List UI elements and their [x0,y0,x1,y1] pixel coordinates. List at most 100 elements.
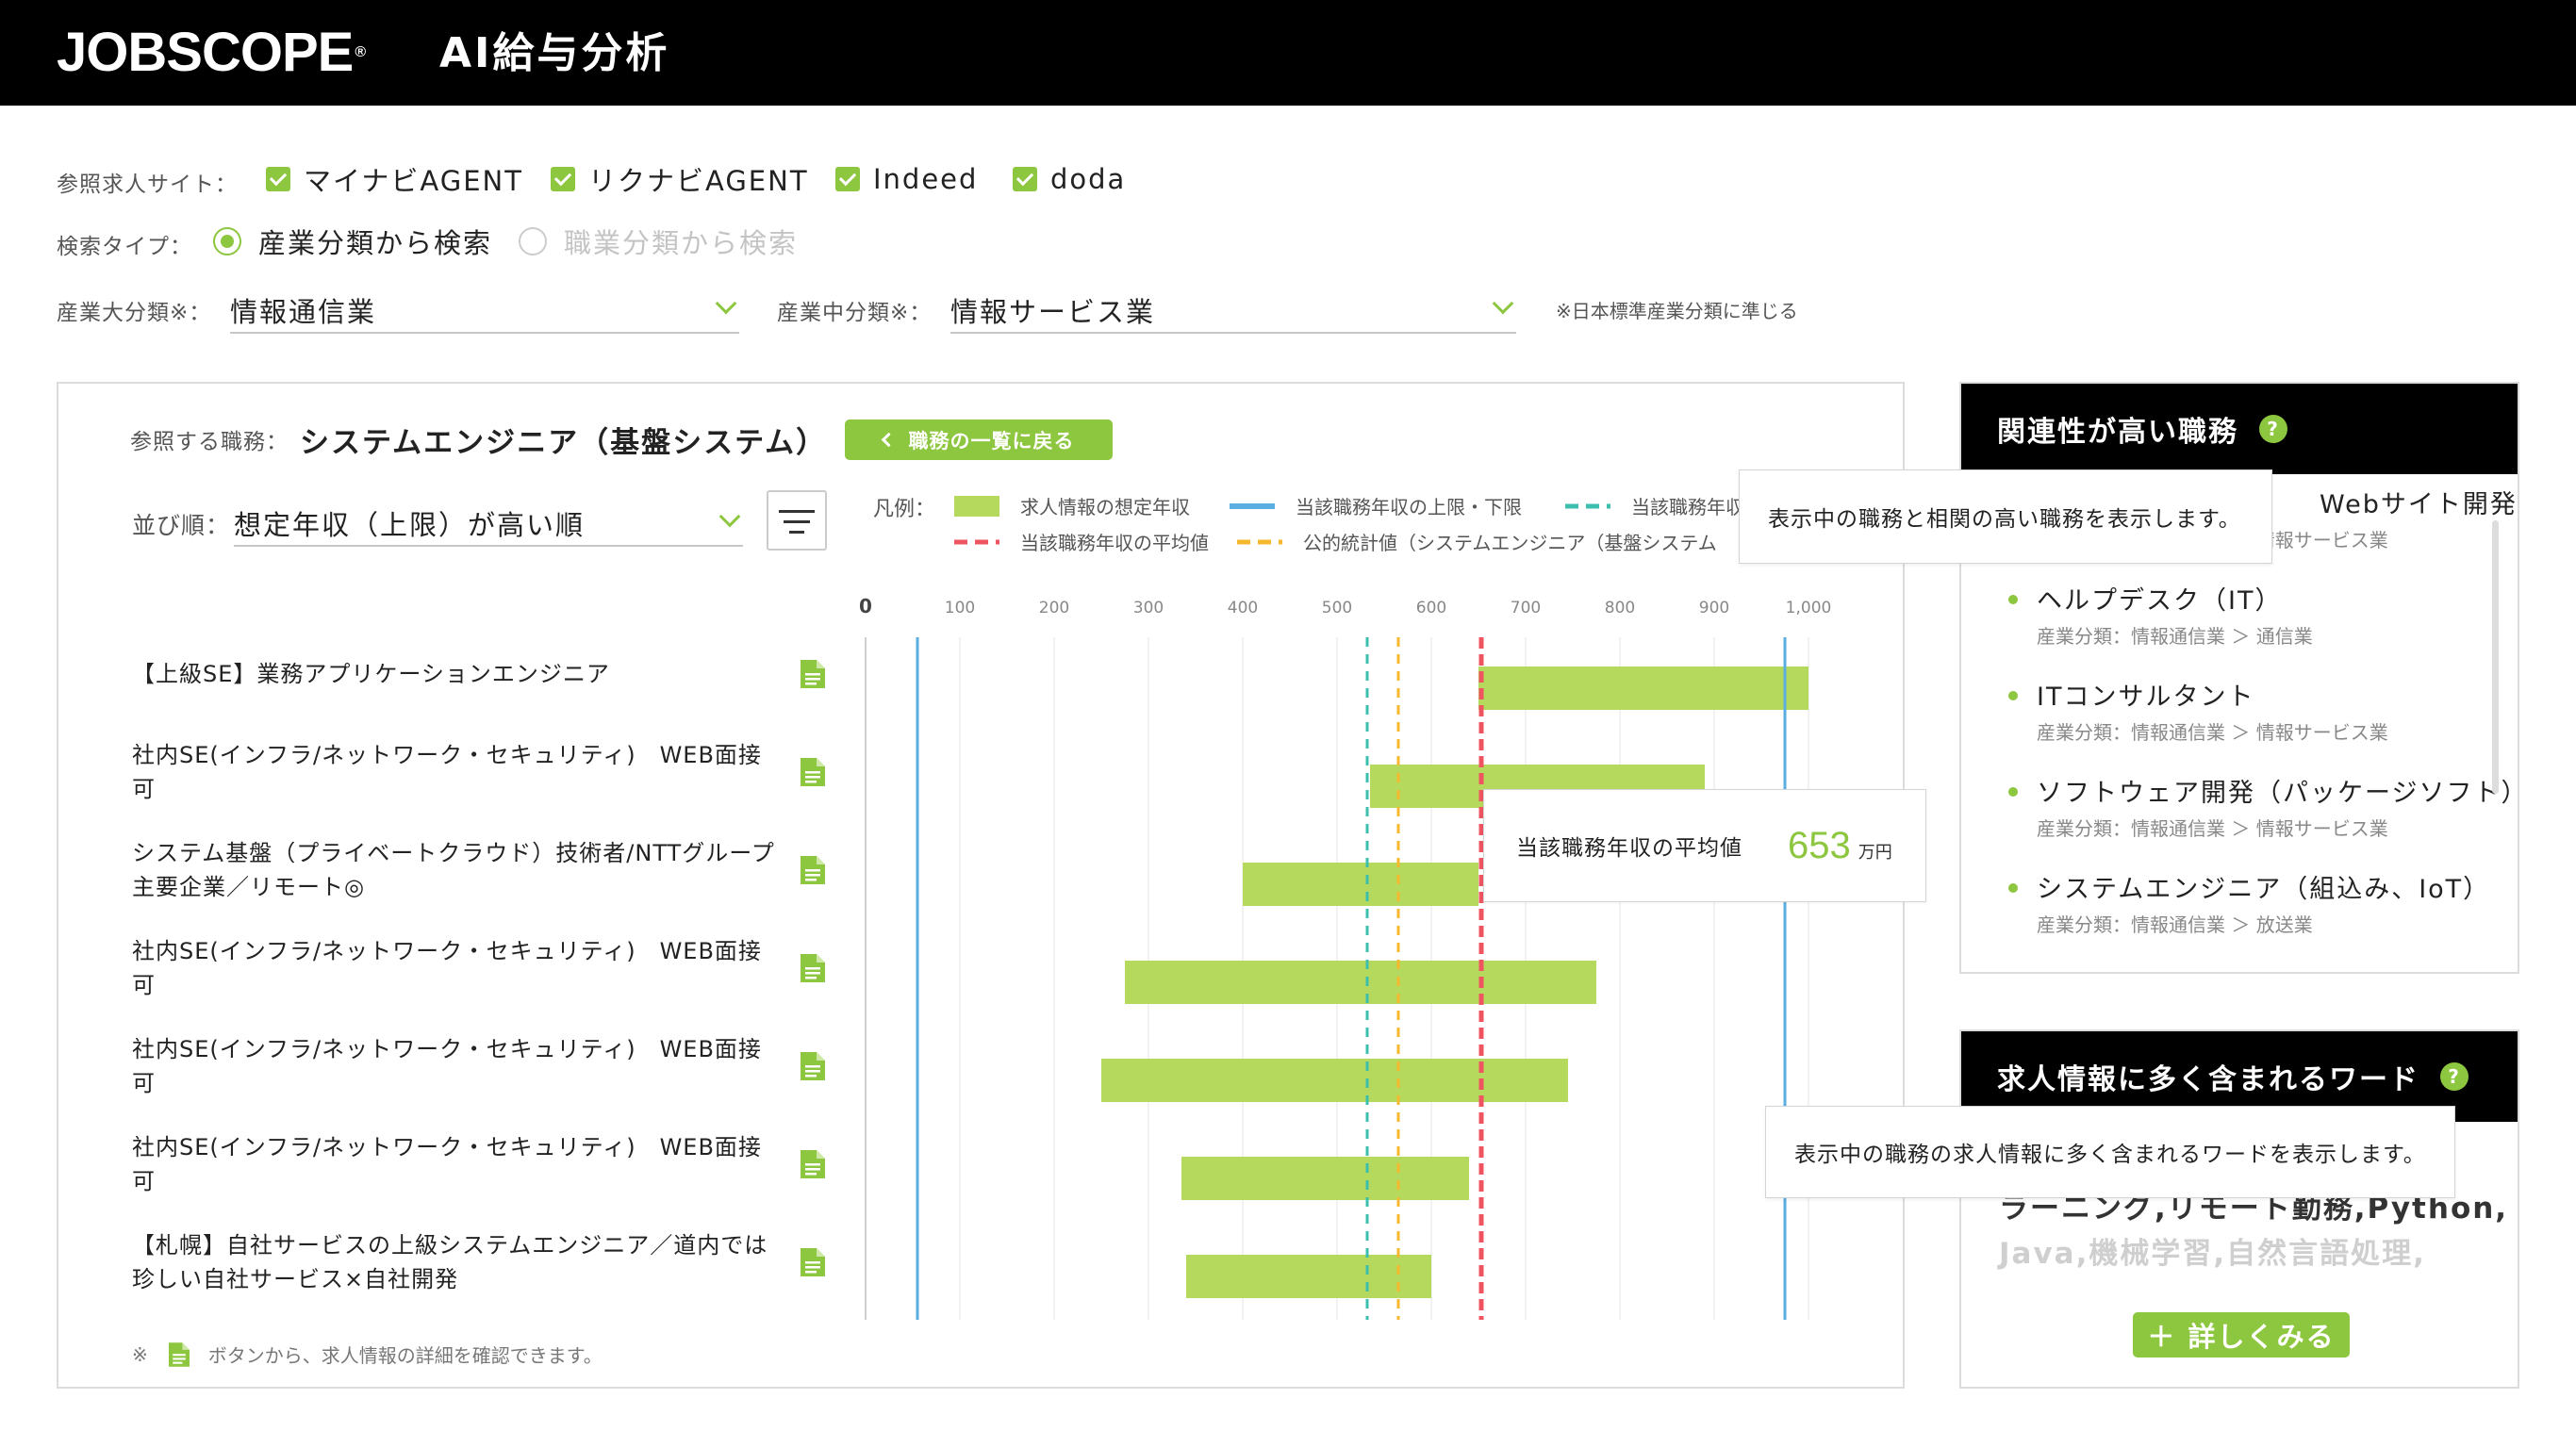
role-label: 参照する職務： [130,430,289,454]
salary-range-bar [1101,1059,1568,1102]
job-row: 社内SE(インフラ/ネットワーク・セキュリティ) WEB面接可 [132,734,825,810]
average-salary-tooltip: 当該職務年収の平均値 653 万円 [1483,789,1926,902]
legend-swatch-solid-line [1230,502,1275,509]
related-job-name-partial: Webサイト開発） [2320,490,2518,519]
job-title: システム基盤（プライベートクラウド）技術者/NTTグループ主要企業／リモート◎ [132,840,775,900]
chevron-down-icon [718,505,741,528]
checkbox-checked-icon [1013,167,1037,191]
x-tick-label: 0 [859,595,872,617]
legend-item-public-stat: 公的統計値（システムエンジニア（基盤システム [1237,528,1717,555]
job-row: システム基盤（プライベートクラウド）技術者/NTTグループ主要企業／リモート◎ [132,832,825,908]
filter-button[interactable] [767,490,827,551]
help-icon[interactable]: ? [2440,1062,2469,1091]
app-header: JOBSCOPE® AI給与分析 [0,0,2576,106]
x-tick-label: 300 [1133,599,1164,617]
x-tick-label: 900 [1699,599,1729,617]
role-value: システムエンジニア（基盤システム） [300,425,828,460]
industry-classification-note: ※日本標準産業分類に準じる [1556,300,1798,322]
job-row: 社内SE(インフラ/ネットワーク・セキュリティ) WEB面接可 [132,1127,825,1202]
checkbox-checked-icon [266,167,290,191]
help-icon[interactable]: ? [2259,415,2287,443]
related-job-category: 産業分類：情報通信業 ＞ 情報サービス業 [2037,817,2388,840]
document-icon[interactable] [801,1150,825,1178]
related-jobs-tooltip: 表示中の職務と相関の高い職務を表示します。 [1739,469,2272,564]
industry-mid-select[interactable]: 情報サービス業 [950,287,1516,334]
frequent-words-tooltip: 表示中の職務の求人情報に多く含まれるワードを表示します。 [1765,1106,2455,1198]
legend-swatch-bar [954,495,999,517]
legend-text: 当該職務年収の平均値 [1020,532,1209,554]
chevron-down-icon [1492,292,1514,315]
frequent-words-title: 求人情報に多く含まれるワード [1997,1063,2419,1096]
related-job-name: ITコンサルタント [2037,683,2255,712]
site-checkbox-indeed[interactable]: Indeed [835,162,978,196]
frequent-words-panel: 求人情報に多く含まれるワード? ラーニング,リモート勤務,Python, Jav… [1959,1029,2519,1389]
x-tick-label: 800 [1605,599,1635,617]
document-icon[interactable] [801,856,825,884]
x-tick-label: 700 [1511,599,1541,617]
job-title: 【上級SE】業務アプリケーションエンジニア [132,661,610,687]
site-label: Indeed [873,163,979,195]
radio-label: 産業分類から検索 [258,227,493,259]
related-job-name: ソフトウェア開発（パッケージソフト） [2037,779,2519,808]
industry-major-select[interactable]: 情報通信業 [230,287,739,334]
legend-item-job-range: 求人情報の想定年収 [954,492,1190,519]
show-more-button[interactable]: ＋ 詳しくみる [2133,1312,2350,1358]
back-button-label: 職務の一覧に戻る [908,429,1075,452]
back-to-list-button[interactable]: 職務の一覧に戻る [845,420,1113,460]
app-title: AI給与分析 [439,29,670,77]
legend-text: 当該職務年収の上限・下限 [1296,496,1522,518]
tooltip-value: 653 [1788,824,1851,866]
radio-label: 職業分類から検索 [564,227,799,259]
select-value: 情報サービス業 [950,296,1156,328]
job-row: 社内SE(インフラ/ネットワーク・セキュリティ) WEB面接可 [132,1028,825,1104]
legend-item-role-average: 当該職務年収の平均値 [954,528,1209,555]
document-icon[interactable] [801,954,825,982]
footnote-text: ボタンから、求人情報の詳細を確認できます。 [207,1344,603,1367]
legend-text: 当該職務年収 [1631,496,1744,518]
job-title: 社内SE(インフラ/ネットワーク・セキュリティ) WEB面接可 [132,938,762,998]
x-tick-label: 600 [1416,599,1446,617]
site-checkbox-mynavi[interactable]: マイナビAGENT [266,162,523,197]
frequent-words-text-faded: Java,機械学習,自然言語処理, [1999,1237,2426,1271]
logo-text: JOBSCOPE [57,22,354,83]
job-title: 社内SE(インフラ/ネットワーク・セキュリティ) WEB面接可 [132,1036,762,1096]
job-row: 【札幌】自社サービスの上級システムエンジニア／道内では珍しい自社サービス×自社開… [132,1225,825,1300]
related-jobs-scrollbar[interactable] [2492,520,2499,794]
bullet-dot [2008,595,2018,604]
filter-icon-line [789,531,804,534]
x-tick-label: 500 [1322,599,1352,617]
jobscope-logo[interactable]: JOBSCOPE® [57,22,366,83]
related-jobs-title: 関連性が高い職務 [1997,416,2238,449]
site-checkbox-doda[interactable]: doda [1013,162,1126,196]
document-icon[interactable] [801,1052,825,1080]
legend-item-role-salary: 当該職務年収 [1565,492,1744,519]
salary-range-bar [1186,1255,1431,1298]
document-icon[interactable] [801,1248,825,1276]
filter-icon-line [784,520,810,523]
footnote: ※ ボタンから、求人情報の詳細を確認できます。 [132,1341,603,1368]
footnote-mark: ※ [132,1342,148,1366]
site-checkbox-rikunabi[interactable]: リクナビAGENT [551,162,809,197]
search-type-label: 検索タイプ： [57,235,192,259]
document-icon[interactable] [801,660,825,688]
radio-occupation-search[interactable]: 職業分類から検索 [519,224,799,259]
bullet-dot [2008,883,2018,893]
checkbox-checked-icon [551,167,575,191]
role-row: 参照する職務： システムエンジニア（基盤システム） [130,422,827,460]
checkbox-checked-icon [835,167,860,191]
document-icon [168,1341,190,1367]
sort-label: 並び順： [132,512,231,539]
legend-label: 凡例： [873,498,936,521]
radio-industry-search[interactable]: 産業分類から検索 [213,224,493,259]
select-value: 想定年収（上限）が高い順 [234,509,586,541]
job-row: 【上級SE】業務アプリケーションエンジニア [132,636,825,712]
document-icon[interactable] [801,758,825,786]
sort-select[interactable]: 想定年収（上限）が高い順 [234,500,743,547]
bullet-dot [2008,691,2018,700]
sites-label: 参照求人サイト： [57,173,238,197]
chevron-left-icon [881,432,896,448]
legend-text: 公的統計値（システムエンジニア（基盤システム [1303,532,1717,554]
x-tick-label: 1,000 [1786,599,1832,617]
related-job-name: ヘルプデスク（IT） [2037,586,2283,616]
industry-major-label: 産業大分類※： [57,301,212,325]
